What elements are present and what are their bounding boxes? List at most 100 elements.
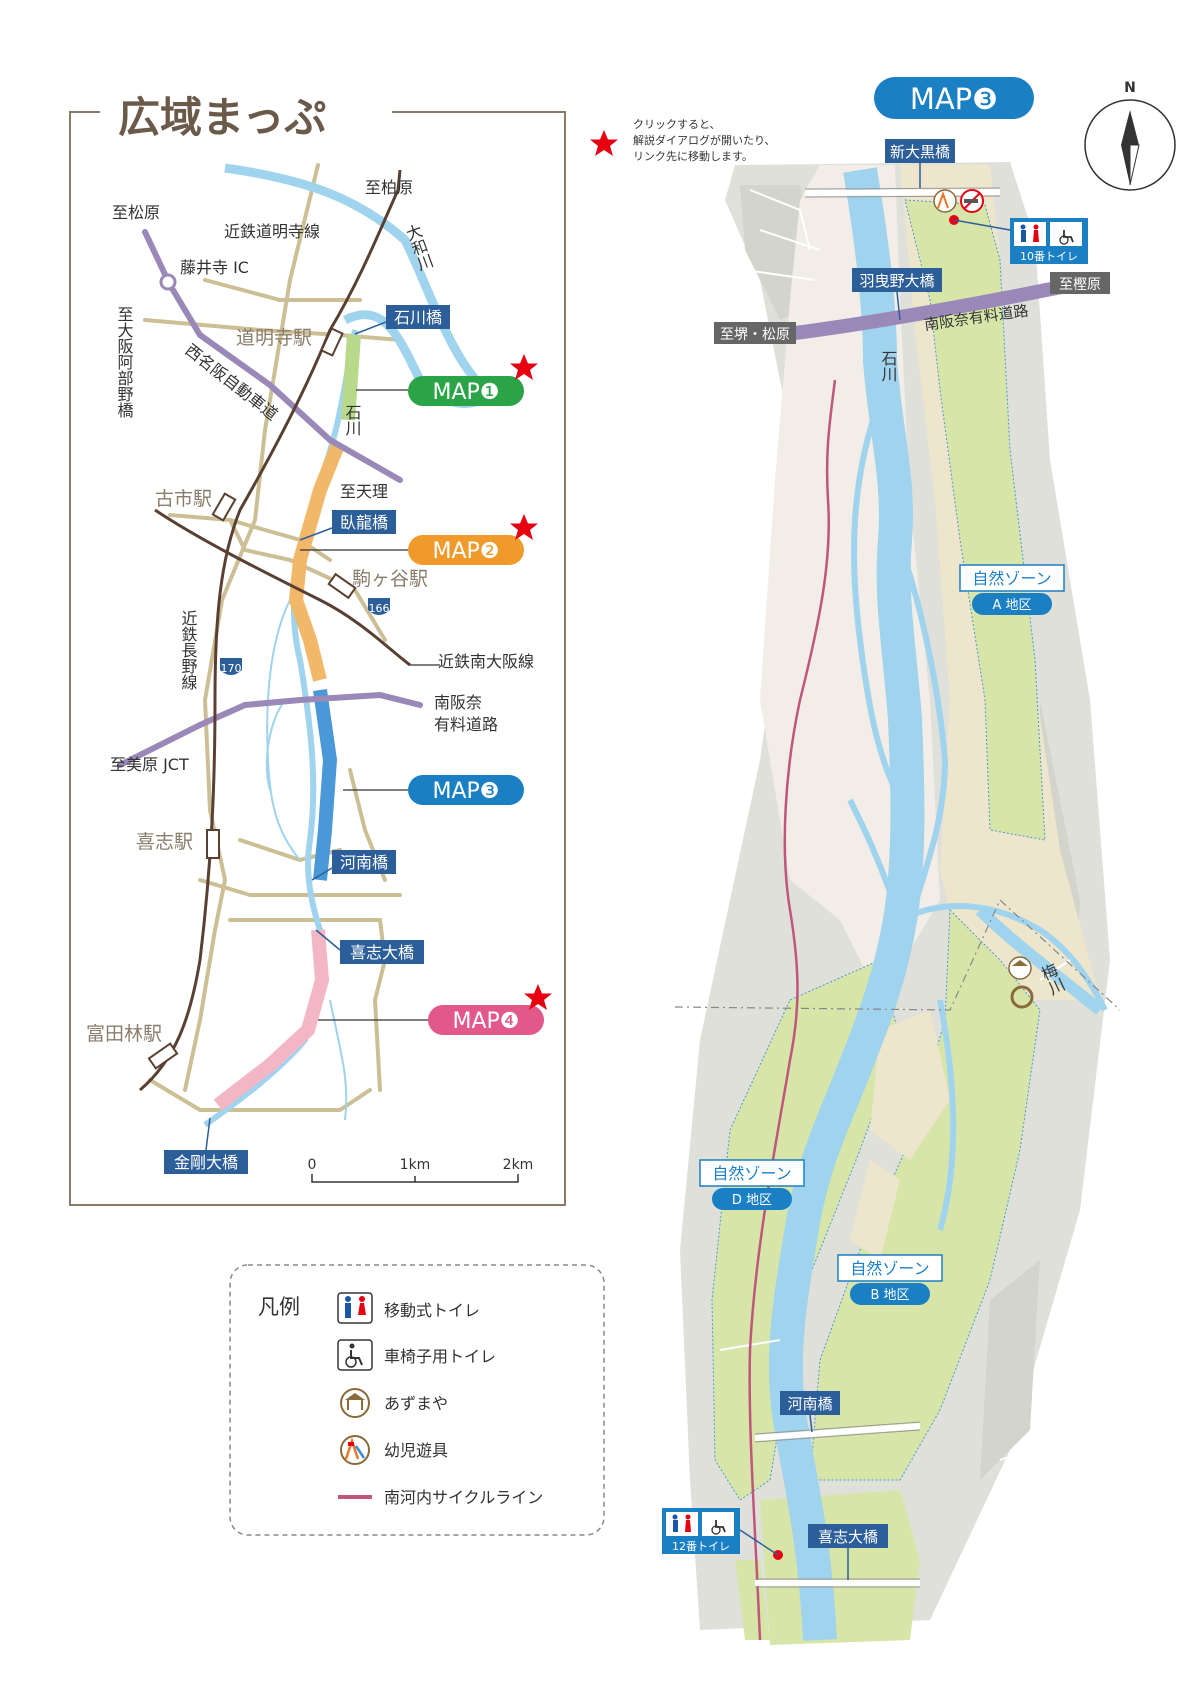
svg-text:幼児遊具: 幼児遊具 — [384, 1441, 448, 1460]
minamihanna-label-1: 南阪奈 — [434, 693, 482, 712]
zone-a-area[interactable] — [904, 199, 1046, 841]
svg-text:河南橋: 河南橋 — [340, 853, 388, 872]
wheelchair-toilet-icon — [337, 1339, 373, 1371]
route-166-shield: 166 — [368, 598, 390, 615]
map1-segment[interactable] — [341, 334, 361, 421]
svg-text:自然ゾーン: 自然ゾーン — [972, 569, 1051, 588]
legend-title: 凡例 — [258, 1295, 300, 1319]
kintetsu-minamiosaka-line — [154, 508, 411, 667]
toilet-12-box[interactable]: 12番トイレ — [662, 1508, 740, 1554]
fujiidera-ic-label: 藤井寺 IC — [180, 258, 249, 277]
svg-text:N: N — [1124, 80, 1136, 96]
yamato-river — [224, 163, 498, 408]
svg-text:金剛大橋: 金剛大橋 — [174, 1153, 238, 1172]
svg-text:10番トイレ: 10番トイレ — [1020, 250, 1078, 263]
ishikawa-detail-label: 石川 — [879, 350, 898, 382]
kintetsu-domyoji-line-label: 近鉄道明寺線 — [224, 222, 320, 241]
kishi-station-marker — [206, 829, 220, 859]
kishi-ohashi-detail-label — [808, 1524, 888, 1548]
furuichi-station-marker — [211, 492, 237, 522]
svg-text:河南橋: 河南橋 — [787, 1395, 832, 1413]
to-tenri-label: 至天理 — [340, 482, 388, 501]
svg-text:MAP❷: MAP❷ — [432, 539, 499, 564]
svg-text:1km: 1km — [400, 1157, 431, 1173]
note-line-2: 解説ダイアログが開いたり、 — [633, 133, 776, 147]
note-line-1: クリックすると、 — [633, 118, 721, 131]
zone-a-label[interactable]: 自然ゾーン A 地区 — [959, 564, 1065, 615]
to-kashiwara-label: 至柏原 — [365, 178, 413, 197]
arbor-icon — [340, 1388, 370, 1418]
svg-text:MAP❸: MAP❸ — [432, 779, 499, 804]
click-note-star-icon — [590, 130, 618, 156]
svg-text:MAP❶: MAP❶ — [432, 380, 499, 405]
map2-button[interactable]: MAP❷ — [408, 535, 524, 565]
toilet-10-box[interactable]: 10番トイレ — [1010, 218, 1088, 264]
map4-button[interactable]: MAP❹ — [428, 1005, 544, 1035]
overview-title: 広域まっぷ — [118, 93, 326, 142]
ishikawa-bridge-label — [386, 305, 450, 329]
zone-b-label[interactable]: 自然ゾーン B 地区 — [837, 1254, 943, 1305]
svg-text:移動式トイレ: 移動式トイレ — [384, 1301, 480, 1320]
svg-text:166: 166 — [369, 602, 390, 615]
map3-title: MAP❸ — [874, 77, 1034, 119]
svg-text:車椅子用トイレ: 車椅子用トイレ — [384, 1347, 496, 1366]
svg-text:南河内サイクルライン: 南河内サイクルライン — [384, 1488, 543, 1507]
svg-text:至樫原: 至樫原 — [1059, 277, 1101, 293]
kanan-bridge-detail-label — [780, 1391, 840, 1415]
svg-text:喜志大橋: 喜志大橋 — [818, 1528, 878, 1546]
ishikawa-river-label: 石川 — [343, 404, 362, 436]
kishi-ohashi-label — [340, 940, 424, 964]
map3-segment[interactable] — [313, 689, 338, 881]
svg-text:2km: 2km — [503, 1157, 534, 1173]
svg-text:石川橋: 石川橋 — [394, 308, 442, 327]
compass-icon: N — [1084, 80, 1176, 191]
detail-map: 10番トイレ 12番トイレ MAP❸ N 新大黒橋 — [662, 77, 1176, 1645]
to-sakai-matsubara-tag — [714, 322, 796, 344]
map3-button[interactable]: MAP❸ — [408, 775, 524, 805]
legend-box: 凡例 移動式トイレ 車椅子用トイレ あずまや 幼児遊 — [229, 1264, 605, 1536]
svg-text:至堺・松原: 至堺・松原 — [720, 327, 790, 343]
map4-segment[interactable] — [213, 929, 330, 1111]
svg-text:MAP❹: MAP❹ — [452, 1009, 519, 1034]
note-line-3: リンク先に移動します。 — [633, 149, 753, 163]
svg-text:12番トイレ: 12番トイレ — [672, 1540, 730, 1553]
no-smoking-icon — [960, 189, 984, 213]
svg-text:羽曳野大橋: 羽曳野大橋 — [859, 272, 934, 290]
zone-d-label[interactable]: 自然ゾーン D 地区 — [699, 1159, 805, 1210]
tondabayashi-station-marker — [147, 1042, 179, 1070]
tondabayashi-station-name: 富田林駅 — [86, 1023, 162, 1045]
playground-icon — [340, 1435, 370, 1465]
to-matsubara-label: 至松原 — [112, 203, 160, 222]
mobile-toilet-icon — [337, 1292, 373, 1324]
route-170-shield: 170 — [220, 658, 242, 675]
svg-text:臥龍橋: 臥龍橋 — [340, 513, 388, 532]
svg-text:0: 0 — [308, 1157, 317, 1173]
arbor-marker-icon[interactable] — [1008, 956, 1032, 980]
fujiidera-ic-marker — [159, 273, 177, 291]
shin-daikoku-bridge-label — [885, 139, 955, 163]
svg-text:喜志大橋: 喜志大橋 — [350, 943, 414, 962]
playground-marker-icon[interactable] — [933, 189, 957, 213]
kongo-ohashi-label — [164, 1150, 248, 1174]
svg-text:B 地区: B 地区 — [870, 1288, 909, 1303]
to-osaka-abeno-label: 至大阪阿部野橋 — [115, 306, 134, 419]
komagatani-station-marker — [327, 572, 357, 600]
map1-star-icon[interactable] — [510, 354, 538, 380]
svg-text:170: 170 — [221, 662, 242, 675]
svg-text:A 地区: A 地区 — [992, 598, 1031, 613]
kintetsu-nagano-line-label: 近鉄長野線 — [179, 610, 198, 690]
to-mihara-jct-label: 至美原 JCT — [110, 755, 189, 774]
kishi-station-name: 喜志駅 — [136, 831, 193, 853]
minamihanna-road — [117, 691, 423, 768]
svg-text:新大黒橋: 新大黒橋 — [890, 143, 950, 161]
map2-segment[interactable] — [288, 442, 345, 682]
cycle-line — [748, 379, 837, 1641]
kintetsu-nagano-line — [139, 189, 400, 1092]
domyoji-station-name: 道明寺駅 — [236, 327, 312, 349]
to-kashiwara-tag — [1050, 272, 1110, 294]
svg-text:自然ゾーン: 自然ゾーン — [712, 1164, 791, 1183]
svg-text:D 地区: D 地区 — [732, 1193, 772, 1208]
kanan-bridge-label — [332, 850, 396, 874]
map1-button[interactable]: MAP❶ — [408, 376, 524, 406]
